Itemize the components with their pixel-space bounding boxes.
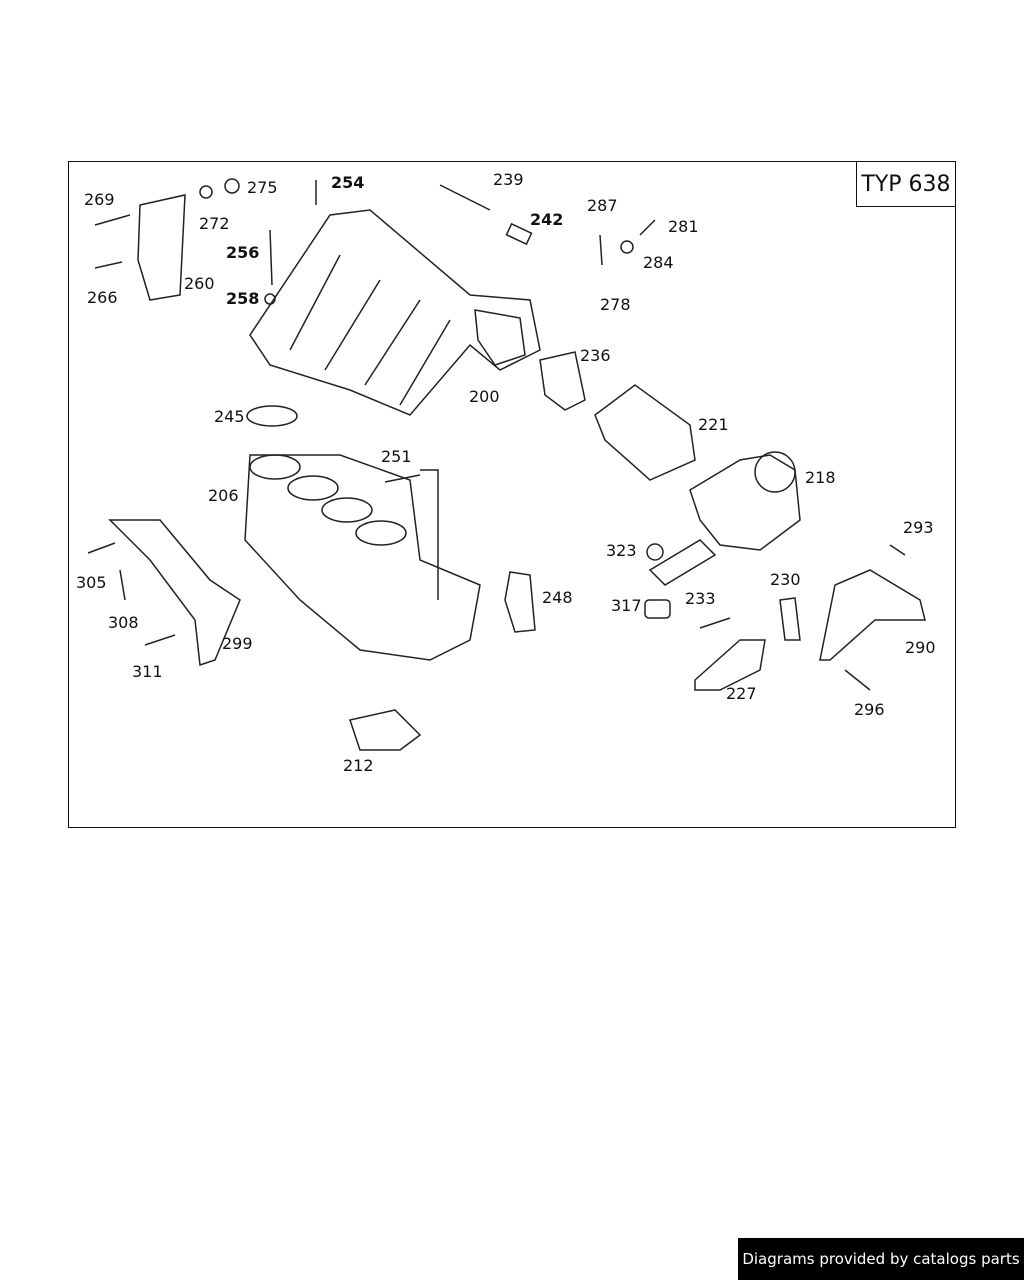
part-label-258: 258	[226, 289, 260, 308]
part-label-308: 308	[108, 613, 139, 632]
part-label-323: 323	[606, 541, 637, 560]
part-label-311: 311	[132, 662, 163, 681]
upper-intake-manifold	[249, 209, 541, 416]
diagram-frame	[68, 161, 956, 828]
part-label-290: 290	[905, 638, 936, 657]
part-label-251: 251	[381, 447, 412, 466]
part-label-239: 239	[493, 170, 524, 189]
part-label-245: 245	[214, 407, 245, 426]
part-label-272: 272	[199, 214, 230, 233]
part-label-218: 218	[805, 468, 836, 487]
part-label-266: 266	[87, 288, 118, 307]
part-label-212: 212	[343, 756, 374, 775]
part-label-296: 296	[854, 700, 885, 719]
gaskets	[246, 351, 801, 641]
bolts	[87, 178, 906, 691]
footer-credit: Diagrams provided by catalogs parts	[738, 1238, 1024, 1280]
part-label-230: 230	[770, 570, 801, 589]
lower-intake-manifold	[244, 454, 481, 661]
part-label-256: 256	[226, 243, 260, 262]
part-label-200: 200	[469, 387, 500, 406]
part-label-221: 221	[698, 415, 729, 434]
part-label-248: 248	[542, 588, 573, 607]
part-label-242: 242	[530, 210, 564, 229]
part-label-206: 206	[208, 486, 239, 505]
part-label-275: 275	[247, 178, 278, 197]
part-label-260: 260	[184, 274, 215, 293]
throttle-housing	[594, 384, 801, 586]
part-label-233: 233	[685, 589, 716, 608]
part-label-254: 254	[331, 173, 365, 192]
brackets	[108, 194, 926, 751]
part-label-305: 305	[76, 573, 107, 592]
part-label-236: 236	[580, 346, 611, 365]
part-label-287: 287	[587, 196, 618, 215]
part-label-299: 299	[222, 634, 253, 653]
type-label: TYP 638	[856, 161, 956, 207]
part-label-293: 293	[903, 518, 934, 537]
part-label-227: 227	[726, 684, 757, 703]
part-label-281: 281	[668, 217, 699, 236]
part-label-278: 278	[600, 295, 631, 314]
part-label-317: 317	[611, 596, 642, 615]
part-label-269: 269	[84, 190, 115, 209]
part-label-284: 284	[643, 253, 674, 272]
